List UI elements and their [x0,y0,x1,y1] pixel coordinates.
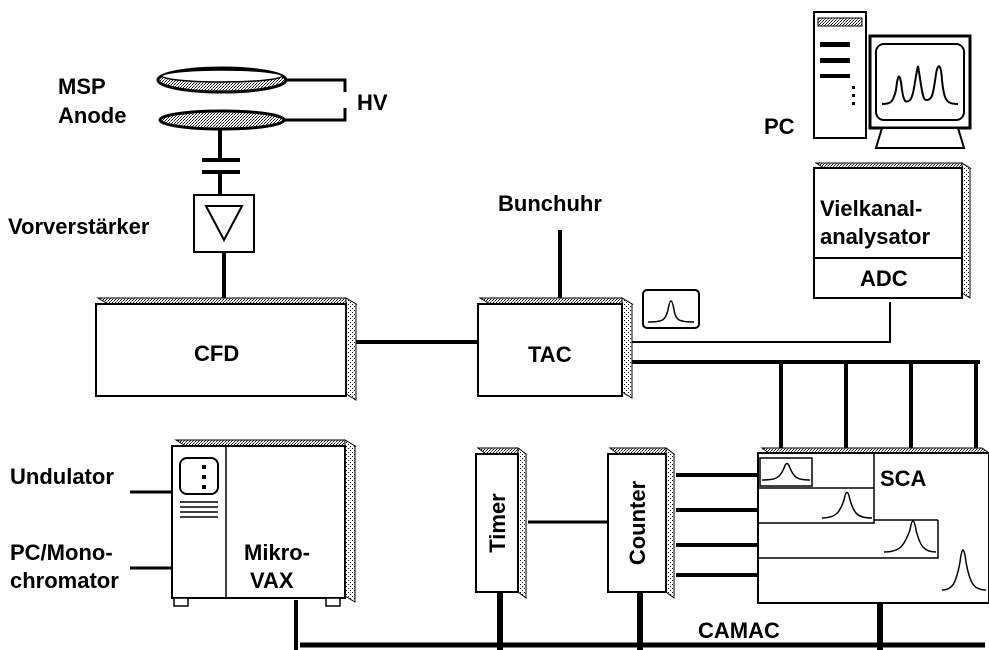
hv-label: HV [357,90,388,115]
cfd-label: CFD [194,341,240,366]
mikrovax-label-2: VAX [250,568,294,593]
anode-label: Anode [58,103,127,128]
sca-label: SCA [880,466,927,491]
counter-label: Counter [625,480,650,566]
msp-label: MSP [58,74,106,99]
timer-box [475,447,528,599]
mca-box [813,162,972,299]
pc-mono-label-2: chromator [10,568,119,593]
undulator-label: Undulator [10,464,114,489]
sca-box [757,447,989,604]
vielkanal-label-2: analysator [820,224,931,249]
mikrovax-label-1: Mikro- [244,540,310,565]
anode [158,109,286,131]
counter-box [607,447,676,599]
tac-label: TAC [528,342,572,367]
cfd-box [95,297,358,401]
spectrum-peak-icon [642,289,700,329]
triangle-amplifier-icon [204,205,244,243]
pc-mono-label-1: PC/Mono- [10,540,113,565]
bunchuhr-label: Bunchuhr [498,191,602,216]
tac-box [477,297,634,399]
vielkanal-label-1: Vielkanal- [820,196,923,221]
camac-label: CAMAC [698,618,780,643]
adc-label: ADC [860,266,908,291]
mikrovax-box [171,439,357,607]
msp-detector [156,66,288,94]
signal-lines [130,130,985,650]
timer-label: Timer [485,493,510,553]
coupling-capacitor [202,158,240,174]
hv-connection [284,78,347,122]
vorverstaerker-label: Vorverstärker [8,214,150,239]
desktop-pc-icon [813,11,972,149]
preamplifier-box [193,194,255,253]
pc-label: PC [764,114,795,139]
